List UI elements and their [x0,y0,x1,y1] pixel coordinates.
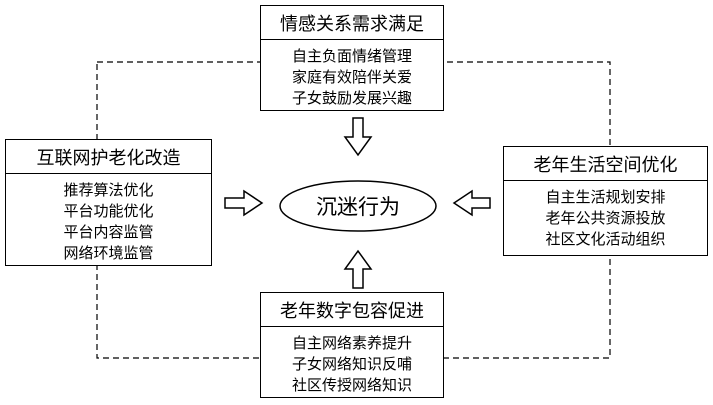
list-item: 老年公共资源投放 [545,209,666,227]
box-items: 自主负面情绪管理 家庭有效陪伴关爱 子女鼓励发展兴趣 [261,40,443,109]
center-ellipse [279,180,437,232]
arrow-right-icon [224,189,264,217]
list-item: 家庭有效陪伴关爱 [291,68,412,86]
box-digital-inclusion: 老年数字包容促进 自主网络素养提升 子女网络知识反哺 社区传授网络知识 [260,292,444,398]
box-emotional-needs: 情感关系需求满足 自主负面情绪管理 家庭有效陪伴关爱 子女鼓励发展兴趣 [260,5,444,111]
center-label: 沉迷行为 [316,195,400,219]
box-elderly-life-space: 老年生活空间优化 自主生活规划安排 老年公共资源投放 社区文化活动组织 [503,146,708,256]
box-title: 互联网护老化改造 [6,140,211,174]
list-item: 网络环境监管 [63,244,154,262]
list-item: 推荐算法优化 [63,181,154,199]
list-item: 自主生活规划安排 [545,188,666,206]
list-item: 自主网络素养提升 [291,334,412,352]
box-internet-aging-adaptation: 互联网护老化改造 推荐算法优化 平台功能优化 平台内容监管 网络环境监管 [5,139,212,266]
list-item: 平台功能优化 [63,202,154,220]
box-items: 自主网络素养提升 子女网络知识反哺 社区传授网络知识 [261,327,443,396]
list-item: 社区传授网络知识 [291,376,412,394]
list-item: 子女网络知识反哺 [291,355,412,373]
box-title: 老年数字包容促进 [261,293,443,327]
list-item: 社区文化活动组织 [545,230,666,248]
list-item: 自主负面情绪管理 [291,47,412,65]
box-items: 自主生活规划安排 老年公共资源投放 社区文化活动组织 [504,181,707,250]
box-items: 推荐算法优化 平台功能优化 平台内容监管 网络环境监管 [6,174,211,264]
list-item: 子女鼓励发展兴趣 [291,89,412,107]
box-title: 老年生活空间优化 [504,147,707,181]
arrow-left-icon [452,189,491,217]
arrow-down-icon [343,117,373,157]
list-item: 平台内容监管 [63,223,154,241]
box-title: 情感关系需求满足 [261,6,443,40]
arrow-up-icon [343,249,373,289]
